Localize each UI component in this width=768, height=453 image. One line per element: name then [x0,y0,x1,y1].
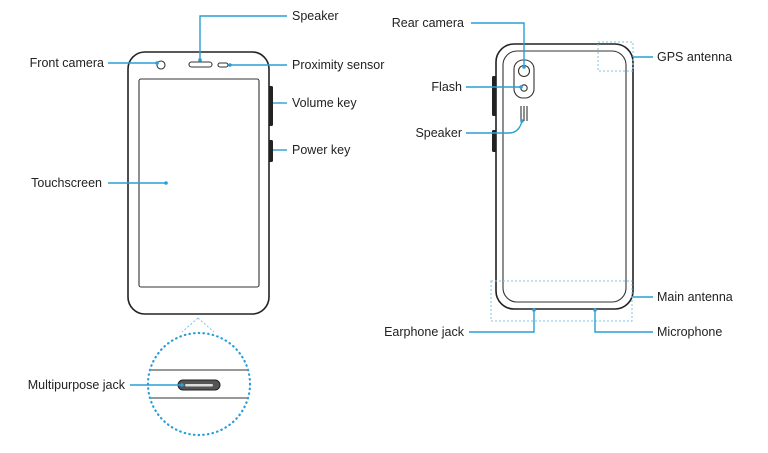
speaker-leader-dot [198,58,202,62]
front-camera-leader-dot [155,61,159,65]
label-volume-key: Volume key [292,96,357,110]
label-microphone: Microphone [657,325,722,339]
label-main-antenna: Main antenna [657,290,733,304]
front-view: Speaker Front camera Proximity sensor Vo… [28,9,384,437]
label-earphone-jack: Earphone jack [384,325,465,339]
label-rear-speaker: Speaker [415,126,462,140]
label-proximity-sensor: Proximity sensor [292,58,384,72]
label-front-camera: Front camera [30,56,104,70]
touchscreen-leader-dot [164,181,168,185]
label-front-speaker: Speaker [292,9,339,23]
proximity-sensor-leader-dot [228,63,232,67]
earphone-jack-leader [469,309,535,333]
back-phone-body [495,43,634,310]
microphone-leader [594,309,653,333]
label-rear-camera: Rear camera [392,16,464,30]
back-view: Rear camera GPS antenna Flash Speaker Ma… [384,16,733,339]
front-speaker-grille [188,61,213,68]
microphone-leader-dot [593,308,597,312]
label-flash: Flash [431,80,462,94]
multipurpose-jack-pins [185,384,213,387]
label-multipurpose-jack: Multipurpose jack [28,378,126,392]
back-inner-edge [502,50,627,303]
speaker-leader [199,15,287,60]
earphone-jack-leader-dot [532,308,536,312]
multipurpose-jack-leader-dot [180,383,184,387]
proximity-sensor-window [217,62,229,68]
label-touchscreen: Touchscreen [31,176,102,190]
label-gps-antenna: GPS antenna [657,50,732,64]
zoom-connector [181,317,215,333]
rear-speaker-leader-dot [520,119,524,123]
rear-speaker-leader [466,120,523,134]
front-camera-lens [156,60,166,70]
rear-camera-leader [471,22,525,67]
flash-leader-dot [519,85,523,89]
zoom-circle [146,331,252,437]
label-power-key: Power key [292,143,351,157]
main-antenna-region [490,280,633,322]
rear-camera-leader-dot [522,65,526,69]
